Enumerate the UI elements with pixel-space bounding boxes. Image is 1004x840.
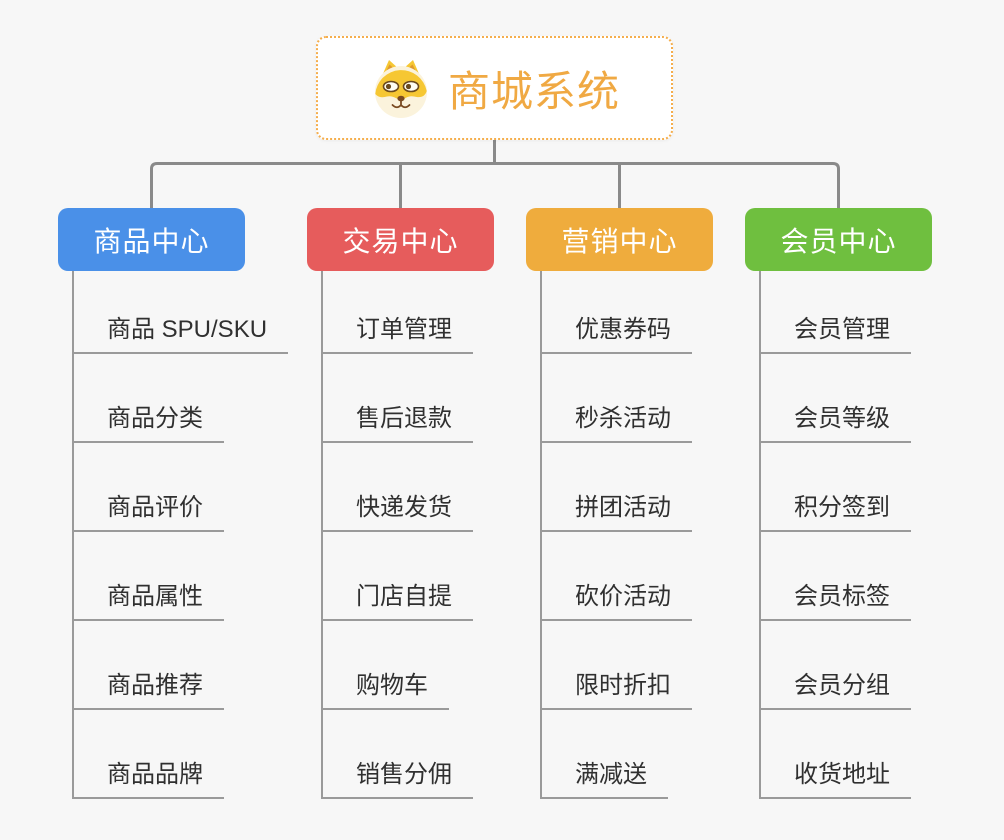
leaf-item[interactable]: 商品评价 [74,487,224,532]
leaf-item[interactable]: 优惠券码 [542,309,692,354]
leaf-row: 收货地址 [761,710,911,799]
leaf-row: 订单管理 [323,271,473,354]
leaf-item[interactable]: 订单管理 [323,309,473,354]
root-title: 商城系统 [447,67,620,115]
leaf-row: 门店自提 [323,532,473,621]
leaf-item[interactable]: 收货地址 [761,754,911,799]
leaf-row: 商品推荐 [74,621,288,710]
leaf-item[interactable]: 会员标签 [761,576,911,621]
leaf-row: 会员标签 [761,532,911,621]
leaf-row: 优惠券码 [542,271,692,354]
leaf-row: 快递发货 [323,443,473,532]
leaf-row: 商品属性 [74,532,288,621]
leaf-row: 商品分类 [74,354,288,443]
leaf-row: 秒杀活动 [542,354,692,443]
branch-children-product-center: 商品 SPU/SKU 商品分类商品评价商品属性商品推荐商品品牌 [72,271,289,799]
dog-face-icon [374,60,427,118]
leaf-item[interactable]: 门店自提 [323,576,473,621]
leaf-item[interactable]: 商品推荐 [74,665,224,710]
leaf-item[interactable]: 销售分佣 [323,754,473,799]
leaf-item[interactable]: 积分签到 [761,487,911,532]
root-node[interactable]: 商城系统 [316,36,673,140]
leaf-row: 商品 SPU/SKU [74,271,289,354]
branch-children-marketing-center: 优惠券码秒杀活动拼团活动砍价活动限时折扣满减送 [540,271,692,799]
branch-label: 商品中心 [93,225,210,257]
branch-children-transaction-center: 订单管理售后退款快递发货门店自提购物车销售分佣 [321,271,473,799]
leaf-row: 售后退款 [323,354,473,443]
bus-line [150,162,840,208]
leaf-row: 砍价活动 [542,532,692,621]
leaf-item[interactable]: 商品属性 [74,576,224,621]
leaf-row: 会员分组 [761,621,911,710]
leaf-row: 积分签到 [761,443,911,532]
leaf-row: 销售分佣 [323,710,473,799]
leaf-item[interactable]: 拼团活动 [542,487,692,532]
branch-node-transaction-center[interactable]: 交易中心 [307,208,494,271]
branch-node-marketing-center[interactable]: 营销中心 [526,208,713,271]
leaf-item[interactable]: 售后退款 [323,398,473,443]
branch-label: 营销中心 [561,225,678,257]
branch-node-product-center[interactable]: 商品中心 [58,208,245,271]
leaf-row: 限时折扣 [542,621,692,710]
branch-label: 交易中心 [342,225,459,257]
leaf-row: 商品品牌 [74,710,288,799]
leaf-item[interactable]: 购物车 [323,665,449,710]
branch-label: 会员中心 [780,225,897,257]
leaf-item[interactable]: 商品分类 [74,398,224,443]
branch-children-member-center: 会员管理会员等级积分签到会员标签会员分组收货地址 [759,271,911,799]
leaf-row: 满减送 [542,710,692,799]
leaf-row: 拼团活动 [542,443,692,532]
leaf-row: 会员管理 [761,271,911,354]
leaf-item[interactable]: 商品品牌 [74,754,224,799]
leaf-item[interactable]: 会员分组 [761,665,911,710]
leaf-row: 商品评价 [74,443,288,532]
branch-node-member-center[interactable]: 会员中心 [745,208,932,271]
leaf-item[interactable]: 砍价活动 [542,576,692,621]
leaf-item[interactable]: 会员等级 [761,398,911,443]
leaf-item[interactable]: 限时折扣 [542,665,692,710]
leaf-item[interactable]: 商品 SPU/SKU [74,309,289,354]
leaf-item[interactable]: 会员管理 [761,309,911,354]
leaf-row: 会员等级 [761,354,911,443]
leaf-item[interactable]: 满减送 [542,754,668,799]
leaf-item[interactable]: 秒杀活动 [542,398,692,443]
leaf-item[interactable]: 快递发货 [323,487,473,532]
leaf-row: 购物车 [323,621,473,710]
